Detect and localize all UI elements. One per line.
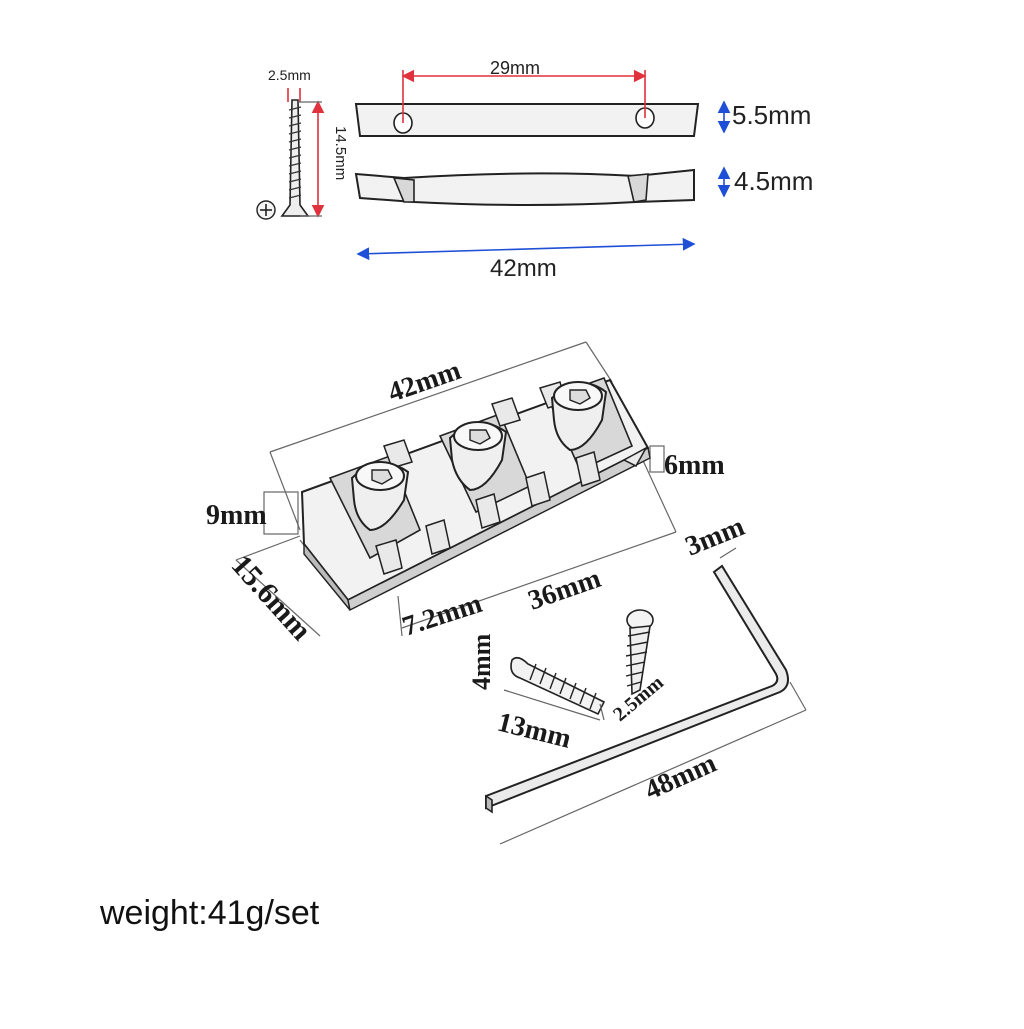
hex-wrench [485, 564, 789, 814]
nut-length-label: 42mm [384, 355, 465, 409]
nut-plate-bottom [354, 168, 695, 206]
plate-thickness-bottom-label: 4.5mm [734, 166, 813, 196]
clamp-bolt-1 [350, 461, 410, 532]
nut-side-height-label: 6mm [664, 450, 725, 481]
screw-a-diameter-label: 4mm [467, 633, 496, 690]
clamp-bolt-3 [550, 381, 608, 452]
locking-nut [300, 376, 651, 612]
wrench-size-label: 3mm [681, 511, 749, 562]
plate-width-label: 42mm [490, 255, 557, 282]
wood-screw-a [510, 656, 606, 716]
hole-spacing-label: 29mm [490, 58, 540, 78]
plate-thickness-top-label: 5.5mm [732, 100, 811, 130]
clamp-bolt-2 [448, 421, 508, 492]
screw-width-label: 2.5mm [268, 67, 311, 83]
nut-plate-top [354, 103, 700, 137]
nut-depth-label: 15.6mm [225, 549, 318, 647]
mounting-screw [256, 99, 310, 220]
wood-screw-b [625, 609, 654, 696]
wrench-length-label: 48mm [640, 748, 721, 807]
screw-a-length-label: 13mm [494, 707, 574, 755]
weight-label: weight:41g/set [100, 894, 320, 932]
screw-length-label: 14.5mm [332, 126, 349, 180]
nut-front-height-label: 9mm [206, 500, 267, 531]
